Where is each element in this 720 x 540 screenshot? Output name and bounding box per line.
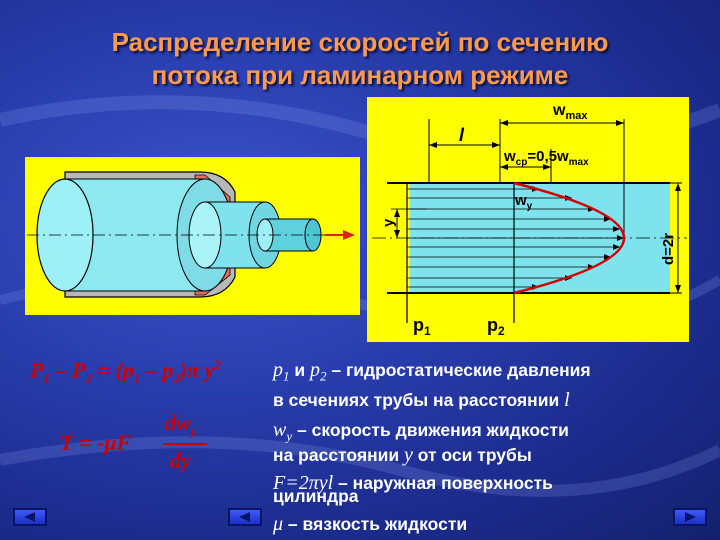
profile-drawing: wmax l wcp=0,5wmax wy y d=2r p1 p2 bbox=[372, 102, 687, 338]
desc-line-1: p1 и p2 – гидростатические давления bbox=[273, 359, 591, 384]
nav-home-button[interactable] bbox=[228, 508, 262, 526]
desc-line-3: wy – скорость движения жидкости bbox=[273, 419, 569, 444]
desc-line-2: в сечениях трубы на расстоянии l bbox=[273, 389, 570, 411]
fraction-denominator: dy bbox=[170, 448, 191, 473]
desc-line-4: на расстоянии y от оси трубы bbox=[273, 444, 532, 466]
desc-line-6: цилиндра bbox=[273, 486, 359, 506]
nav-forward-icon bbox=[685, 512, 696, 522]
nav-forward-button[interactable] bbox=[673, 508, 707, 526]
label-wmax: wmax bbox=[552, 102, 588, 122]
label-d: d=2r bbox=[660, 233, 677, 265]
label-wy: wy bbox=[514, 192, 533, 212]
formula-pressure-difference: P1 – P2 = (p1 – p2)π y2 bbox=[30, 357, 221, 386]
title-line-1: Распределение скоростей по сечению bbox=[111, 27, 609, 57]
pipe-drawing bbox=[27, 171, 355, 298]
desc-line-5: F=2πyl – наружная поверхность bbox=[273, 472, 553, 494]
nav-back-button[interactable] bbox=[13, 508, 47, 526]
nav-back-icon bbox=[24, 512, 35, 522]
nav-home-icon bbox=[239, 512, 250, 522]
pipe-illustration bbox=[25, 157, 360, 315]
velocity-profile-diagram: wmax l wcp=0,5wmax wy y d=2r p1 p2 bbox=[367, 97, 689, 342]
slide-title: Распределение скоростей по сечению поток… bbox=[40, 26, 680, 92]
label-p2: p2 bbox=[487, 315, 505, 338]
label-wcp: wcp=0,5wmax bbox=[503, 148, 589, 168]
label-y: y bbox=[380, 218, 397, 227]
fraction-numerator: dwy bbox=[165, 410, 197, 439]
label-l: l bbox=[459, 125, 465, 145]
desc-line-7: μ – вязкость жидкости bbox=[273, 513, 468, 535]
label-p1: p1 bbox=[413, 315, 431, 338]
title-line-2: потока при ламинарном режиме bbox=[151, 60, 569, 90]
